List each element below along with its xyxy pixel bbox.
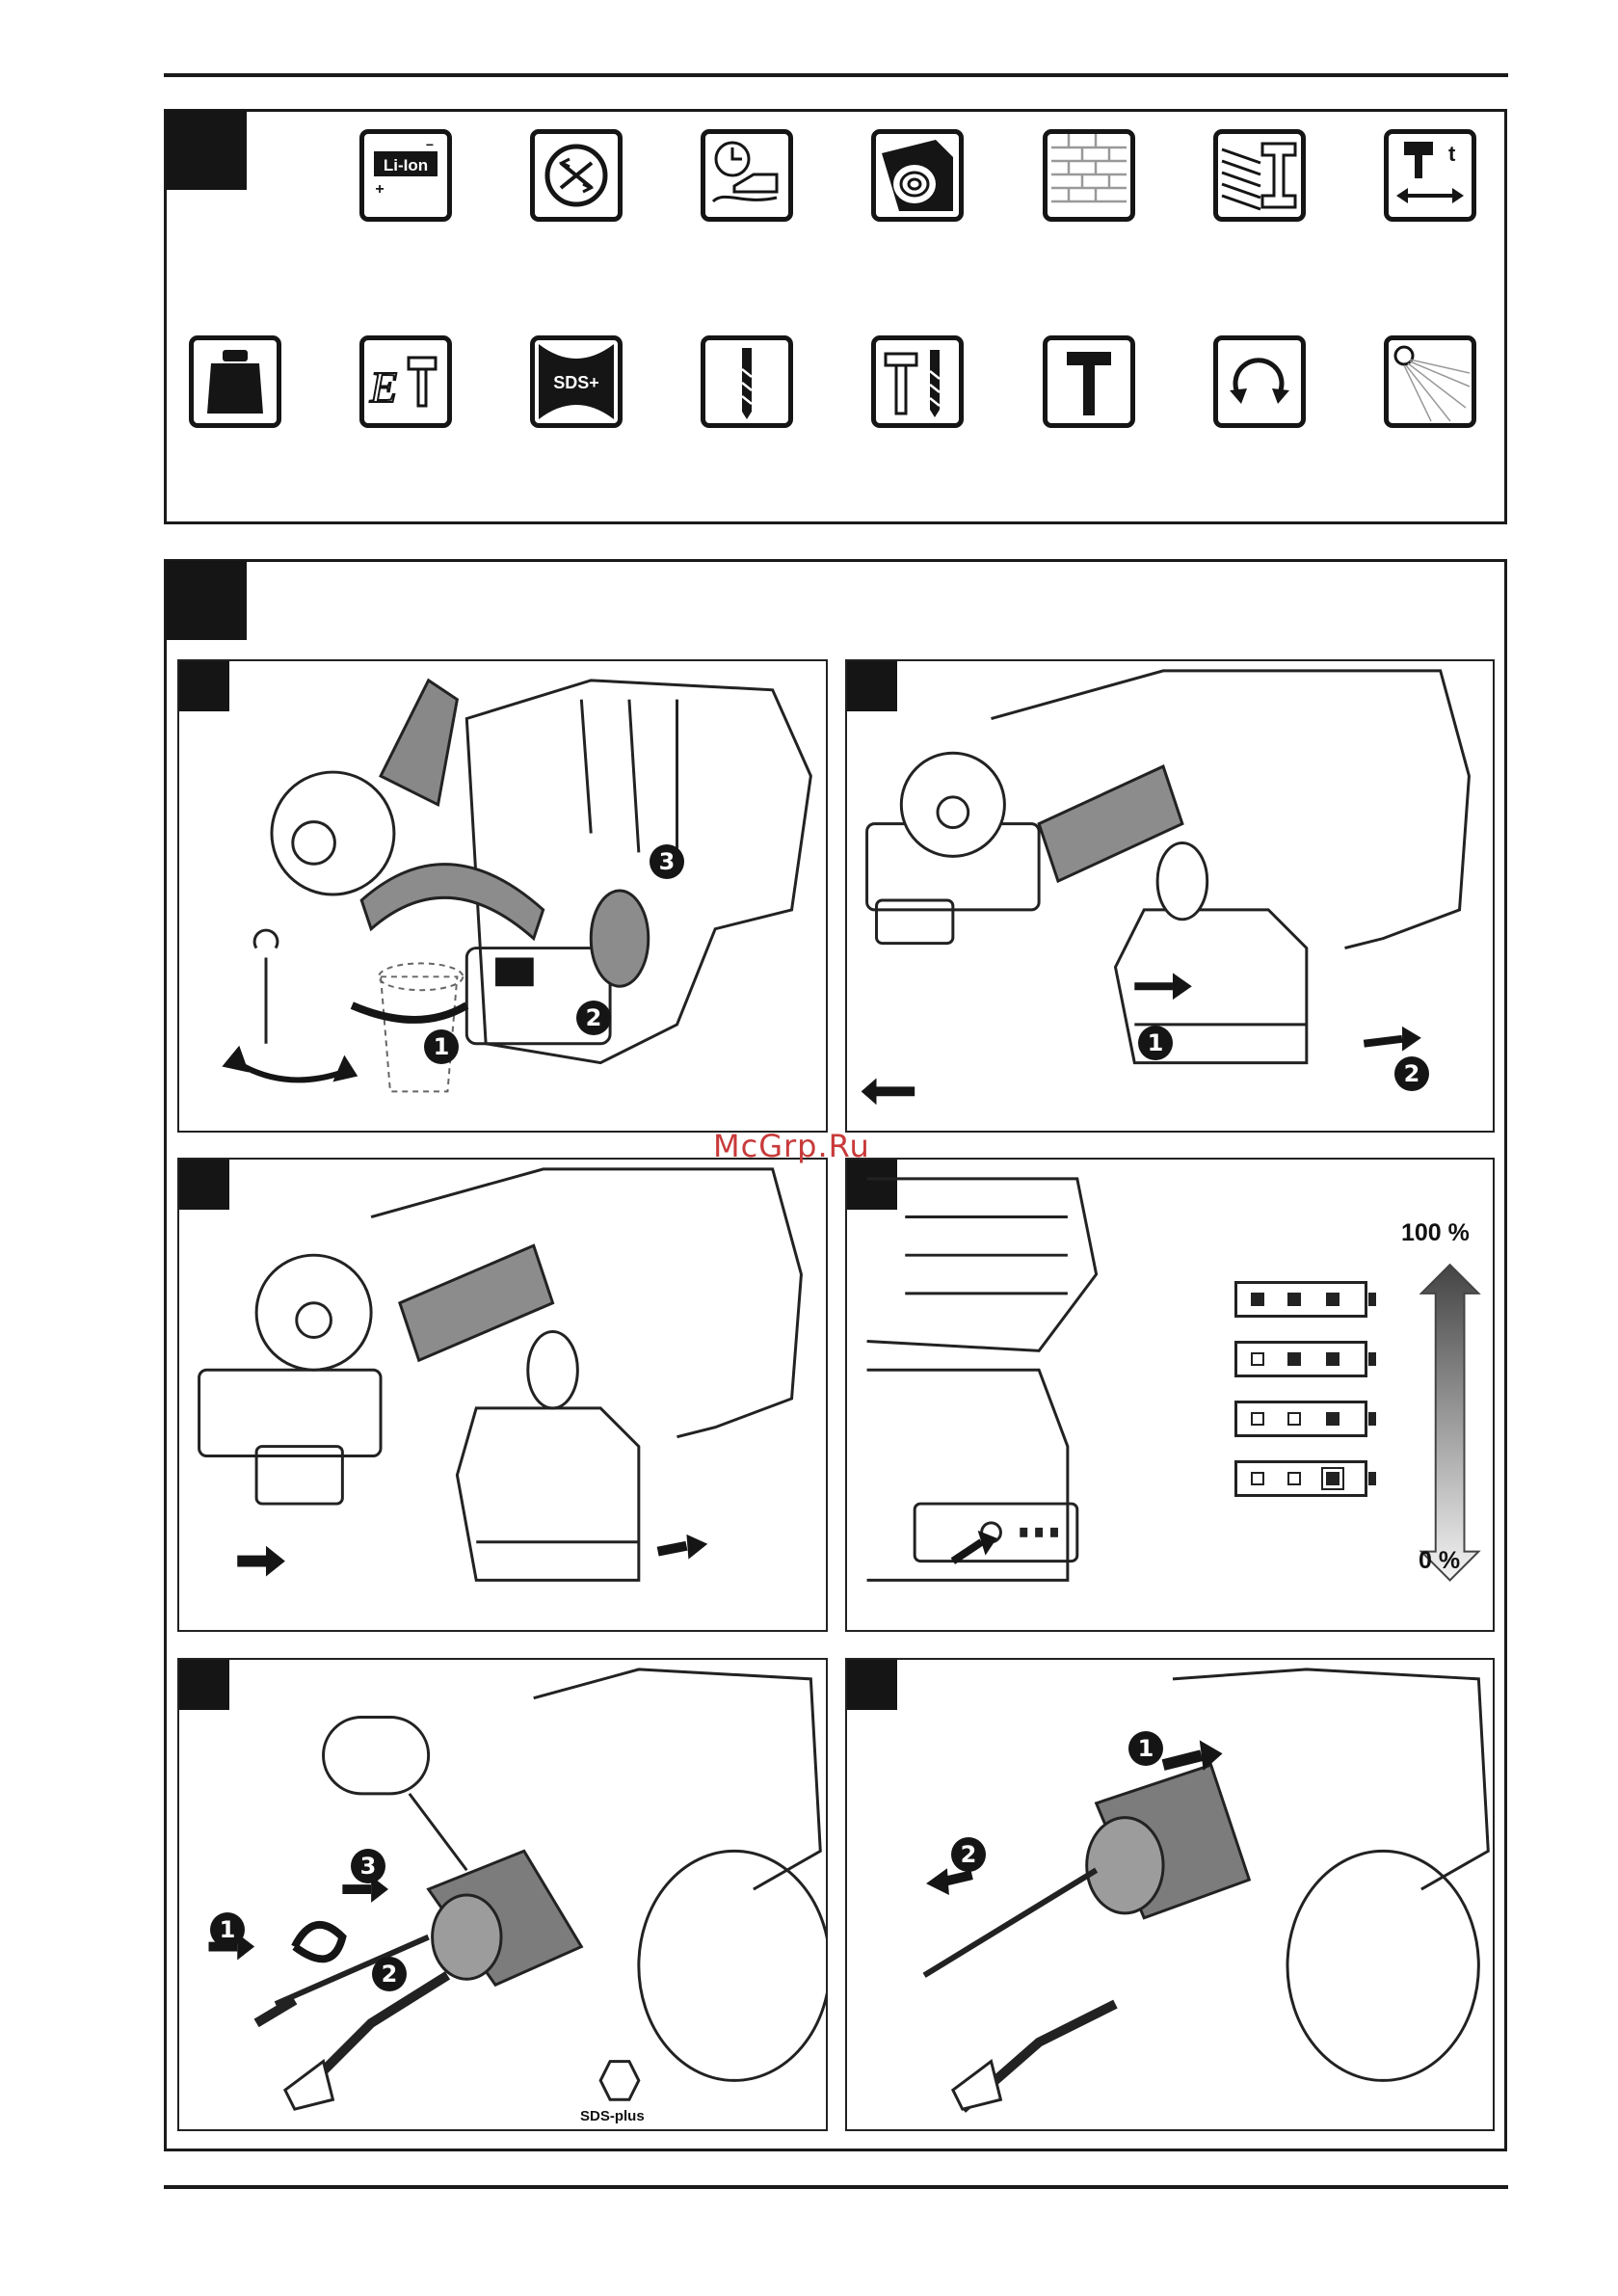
battery-level-1 [1234, 1401, 1367, 1437]
rotation-direction-icon [1213, 335, 1306, 428]
tool-removal-illustration [847, 1660, 1493, 2129]
top-rule [164, 73, 1508, 77]
single-impact-energy-icon: E [359, 335, 452, 428]
battery-li-ion-icon: Li-Ion − + [359, 129, 452, 222]
charge-indicator-illustration [847, 1160, 1493, 1630]
panel-battery-insertion [177, 1158, 828, 1632]
battery-cell [1287, 1472, 1301, 1485]
panel-auxiliary-handle: 1 2 3 [177, 659, 828, 1133]
masonry-icon [1043, 129, 1135, 222]
panel-a-step-1: 1 [424, 1029, 459, 1064]
battery-removal-illustration [847, 661, 1493, 1131]
battery-cell [1326, 1352, 1339, 1366]
sds-plus-icon: SDS+ [530, 335, 623, 428]
battery-cell [1251, 1352, 1264, 1366]
battery-cell [1287, 1412, 1301, 1426]
chiseling-mode-icon [1043, 335, 1135, 428]
figure1-number-tag [166, 111, 247, 190]
bottom-rule [164, 2185, 1508, 2189]
charge-100-label: 100 % [1401, 1219, 1470, 1247]
panel-battery-removal: 1 2 [845, 659, 1495, 1133]
blinking-cell-icon [1326, 1472, 1339, 1485]
hammer-drilling-mode-icon [871, 335, 964, 428]
panel-b-step-1: 1 [1138, 1026, 1173, 1060]
tool-insertion-illustration [179, 1660, 826, 2129]
figure2-number-tag [166, 561, 247, 640]
steel-icon [1213, 129, 1306, 222]
battery-cell [1251, 1412, 1264, 1426]
panel-b-step-2: 2 [1394, 1056, 1429, 1091]
charging-time-icon [701, 129, 793, 222]
work-light-icon [1384, 335, 1476, 428]
battery-cell [1251, 1293, 1264, 1306]
battery-cell [1287, 1293, 1301, 1306]
charge-0-label: 0 % [1419, 1547, 1460, 1575]
battery-level-0-blinking [1234, 1460, 1367, 1497]
battery-cell [1251, 1472, 1264, 1485]
panel-charge-indicator: 100 % 0 % [845, 1158, 1495, 1632]
panel-a-step-3: 3 [650, 844, 684, 879]
weight-icon [189, 335, 281, 428]
battery-cell [1326, 1412, 1339, 1426]
et-label: E [369, 362, 397, 412]
battery-level-2 [1234, 1341, 1367, 1377]
wood-icon [871, 129, 964, 222]
drilling-mode-icon [701, 335, 793, 428]
plus-sign: + [375, 181, 384, 198]
panel-e-step-2: 2 [372, 1957, 407, 1991]
battery-cell [1287, 1352, 1301, 1366]
panel-insert-tool: 1 3 2 SDS-plus [177, 1658, 828, 2131]
liion-label: Li-Ion [384, 156, 428, 174]
battery-cell [1326, 1293, 1339, 1306]
panel-remove-tool: 1 2 [845, 1658, 1495, 2131]
sds-plus-shank-label: SDS-plus [580, 2108, 645, 2124]
watermark-text: McGrp.Ru [713, 1128, 870, 1164]
panel-f-step-2: 2 [951, 1837, 986, 1872]
panel-e-step-3: 3 [351, 1849, 385, 1883]
panel-f-step-1: 1 [1128, 1731, 1163, 1766]
sds-plus-label: SDS+ [553, 373, 599, 392]
panel-e-step-1: 1 [210, 1912, 245, 1947]
battery-level-3 [1234, 1281, 1367, 1318]
impact-t-label: t [1448, 142, 1456, 166]
battery-insertion-illustration [179, 1160, 826, 1630]
hammer-drill-handle-illustration [179, 661, 826, 1131]
minus-sign: − [426, 137, 434, 152]
brushless-motor-icon [530, 129, 623, 222]
impact-energy-icon: t [1384, 129, 1476, 222]
panel-a-step-2: 2 [576, 1001, 611, 1035]
